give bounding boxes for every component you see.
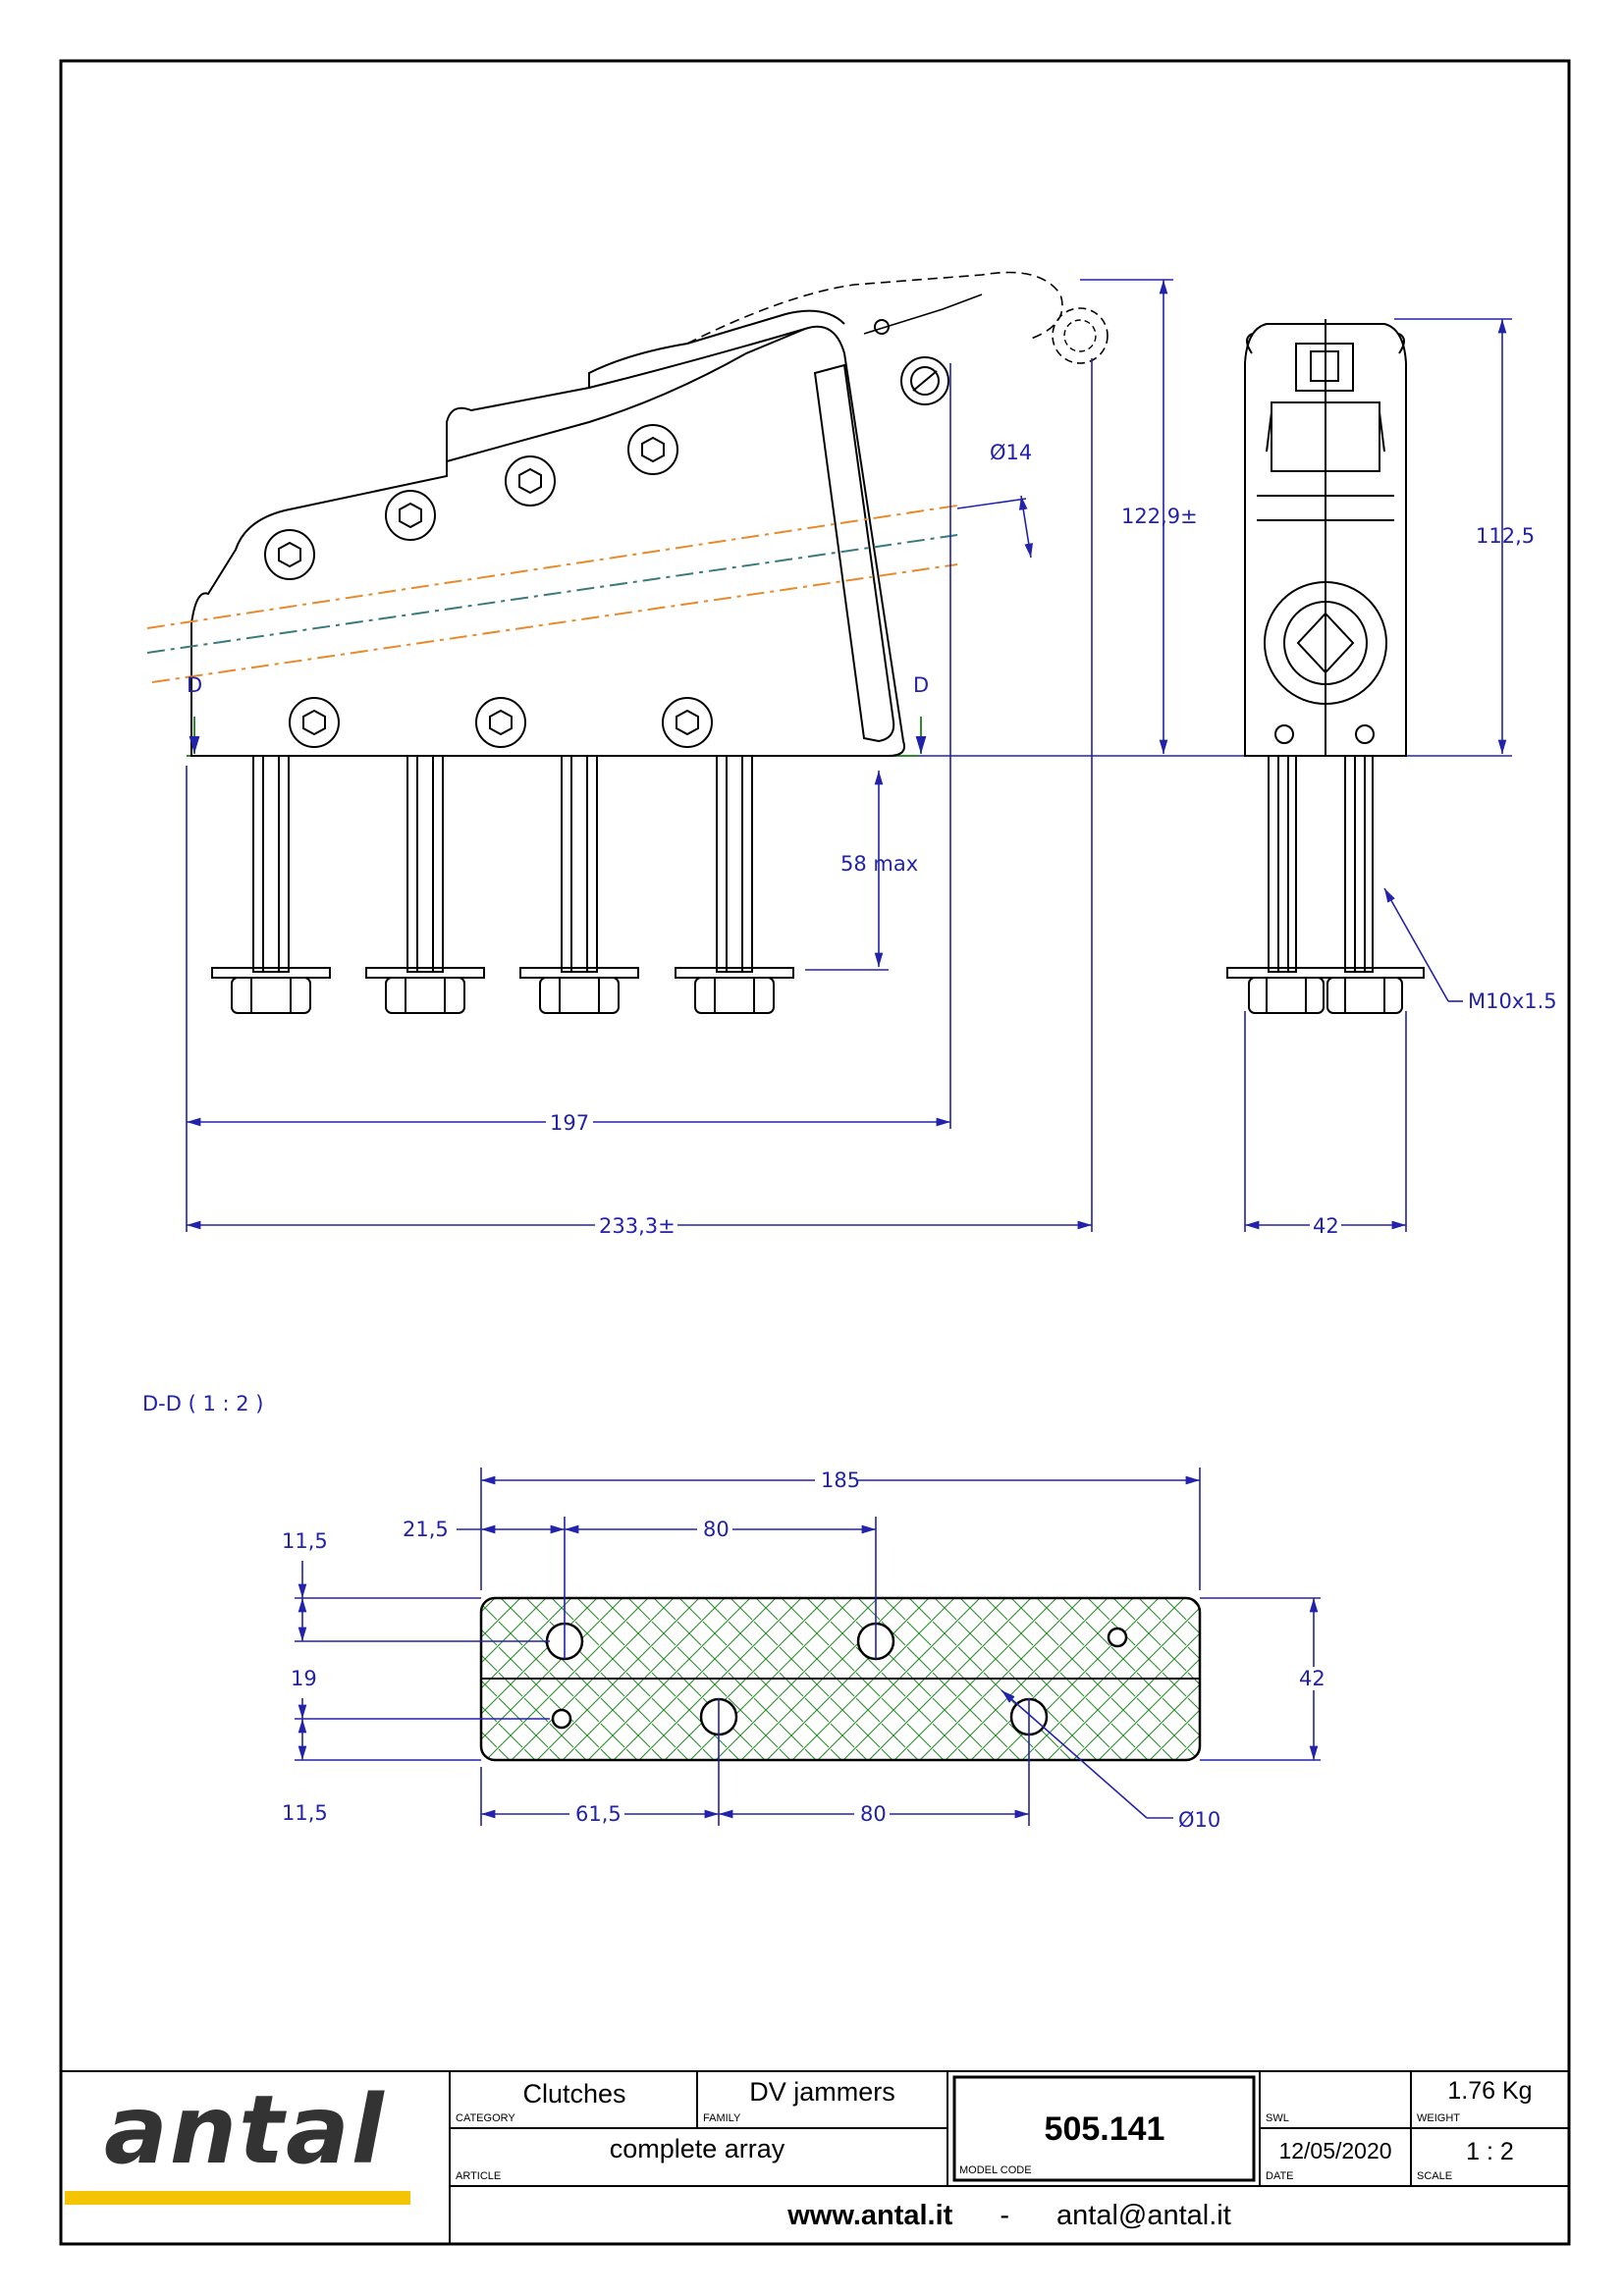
section-label: D-D ( 1 : 2 ) xyxy=(142,1392,263,1415)
logo-bar xyxy=(65,2191,410,2205)
dim-122: 122,9± xyxy=(1121,505,1198,528)
model-code-value: 505.141 xyxy=(1044,2110,1165,2148)
sec-dim-11-5-top: 11,5 xyxy=(282,1529,328,1553)
model-code-label: MODEL CODE xyxy=(959,2164,1032,2176)
contact-separator: - xyxy=(1000,2199,1009,2231)
category-label: CATEGORY xyxy=(456,2112,515,2124)
sec-dim-d10: Ø10 xyxy=(1178,1808,1220,1832)
dim-42: 42 xyxy=(1313,1214,1339,1238)
swl-label: SWL xyxy=(1266,2112,1289,2124)
sec-dim-42: 42 xyxy=(1299,1667,1325,1690)
dim-197: 197 xyxy=(550,1111,589,1135)
sheet-border xyxy=(59,59,1571,2246)
email-link[interactable]: antal@antal.it xyxy=(1056,2199,1231,2231)
website-link[interactable]: www.antal.it xyxy=(787,2199,953,2231)
sec-dim-61-5: 61,5 xyxy=(575,1802,622,1826)
scale-label: SCALE xyxy=(1417,2170,1453,2182)
article-label: ARTICLE xyxy=(456,2170,502,2182)
date-label: DATE xyxy=(1266,2170,1294,2182)
section-mark-left: D xyxy=(187,673,202,697)
studs xyxy=(211,755,794,1014)
side-view xyxy=(146,271,1109,1014)
weight-label: WEIGHT xyxy=(1417,2112,1460,2124)
sec-dim-80-top: 80 xyxy=(703,1518,730,1541)
logo: antal xyxy=(104,2081,438,2179)
sec-dim-185: 185 xyxy=(821,1468,860,1492)
scale-value: 1 : 2 xyxy=(1466,2138,1514,2165)
category-value: Clutches xyxy=(522,2079,626,2109)
dim-m10: M10x1.5 xyxy=(1468,989,1557,1013)
sec-dim-21-5: 21,5 xyxy=(403,1518,449,1541)
sec-dim-19: 19 xyxy=(291,1667,317,1690)
contact-row: www.antal.it - antal@antal.it xyxy=(450,2193,1569,2238)
family-label: FAMILY xyxy=(703,2112,741,2124)
sec-dim-11-5-bottom: 11,5 xyxy=(282,1801,328,1825)
section-view xyxy=(479,1596,1202,1762)
weight-value: 1.76 Kg xyxy=(1447,2077,1533,2105)
dim-d14: Ø14 xyxy=(990,441,1032,464)
title-block-grid xyxy=(61,2070,1569,2244)
dim-112: 112,5 xyxy=(1476,524,1535,548)
dim-233: 233,3± xyxy=(599,1214,676,1238)
section-mark-right: D xyxy=(913,673,929,697)
bolt-heads xyxy=(264,424,713,748)
front-view xyxy=(1226,319,1425,1014)
sec-dim-80-bottom: 80 xyxy=(860,1802,887,1826)
family-value: DV jammers xyxy=(749,2077,895,2107)
date-value: 12/05/2020 xyxy=(1278,2138,1392,2163)
section-markers: D D xyxy=(187,673,929,754)
dim-58max: 58 max xyxy=(840,852,918,876)
article-value: complete array xyxy=(609,2134,785,2163)
logo-text: antal xyxy=(104,2075,386,2185)
